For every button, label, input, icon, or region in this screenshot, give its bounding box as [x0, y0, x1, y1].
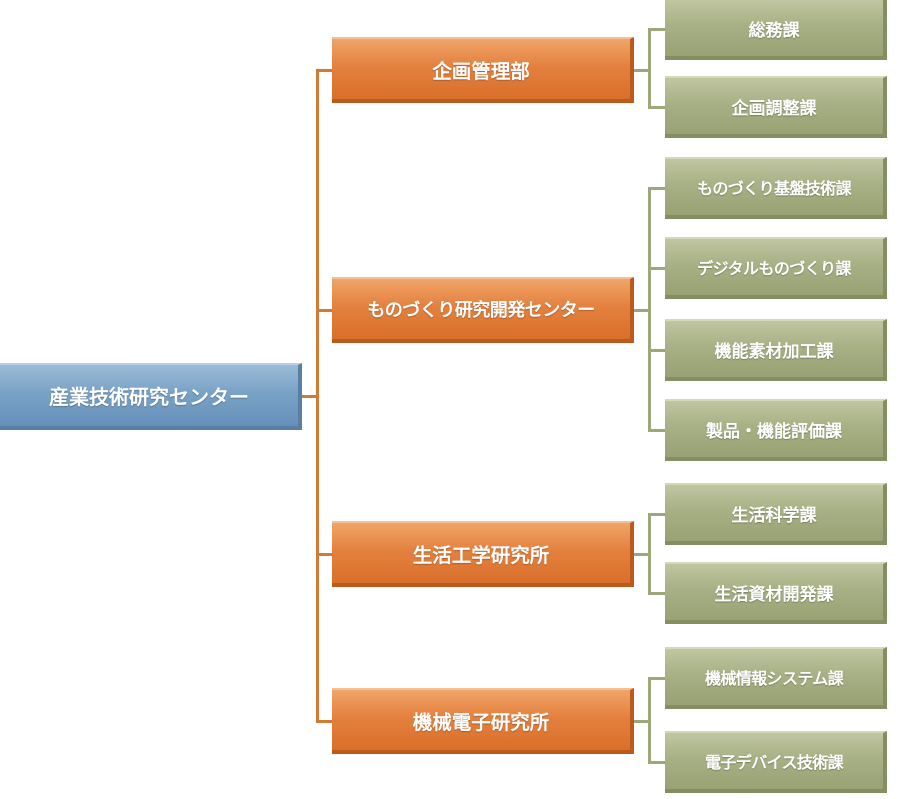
section-node: 機能素材加工課 — [665, 319, 887, 381]
connector-dept-4-stub — [634, 720, 650, 723]
org-root-label: 産業技術研究センター — [49, 385, 249, 409]
connector-section-2-1 — [648, 187, 665, 190]
connector-dept-3-trunk — [648, 513, 651, 595]
connector-dept-2-stub — [634, 309, 650, 312]
section-label: 電子デバイス技術課 — [704, 753, 844, 772]
section-label: 企画調整課 — [731, 98, 817, 119]
connector-dept-3-stub — [634, 553, 650, 556]
connector-section-1-1 — [648, 28, 665, 31]
connector-dept-1-trunk — [648, 28, 651, 109]
connector-section-4-1 — [648, 677, 665, 680]
department-label: 生活工学研究所 — [412, 543, 550, 567]
connector-section-3-2 — [648, 592, 665, 595]
section-label: 機械情報システム課 — [704, 669, 844, 688]
section-node: 企画調整課 — [665, 76, 887, 138]
section-node: デジタルものづくり課 — [665, 237, 887, 299]
org-root-node: 産業技術研究センター — [0, 363, 302, 430]
section-node: 機械情報システム課 — [665, 647, 887, 709]
connector-dept-4-trunk — [648, 677, 651, 764]
connector-section-2-4 — [648, 429, 665, 432]
connector-dept-2 — [316, 309, 332, 312]
section-label: 生活科学課 — [731, 505, 817, 526]
connector-dept-4 — [316, 720, 332, 723]
section-node: 製品・機能評価課 — [665, 399, 887, 461]
connector-dept-1-stub — [634, 69, 650, 72]
connector-departments-trunk — [316, 69, 319, 723]
section-label: 生活資材開発課 — [714, 584, 834, 605]
department-label: ものづくり研究開発センター — [367, 300, 595, 321]
section-node: 生活科学課 — [665, 483, 887, 545]
section-node: 電子デバイス技術課 — [665, 731, 887, 793]
section-label: ものづくり基盤技術課 — [696, 179, 852, 198]
section-label: 機能素材加工課 — [714, 341, 834, 362]
connector-section-4-2 — [648, 761, 665, 764]
connector-dept-3 — [316, 553, 332, 556]
department-node-mechanical-electronics: 機械電子研究所 — [332, 688, 634, 754]
connector-root-stub — [302, 395, 318, 398]
department-node-monozukuri: ものづくり研究開発センター — [332, 277, 634, 343]
department-label: 企画管理部 — [432, 59, 530, 83]
section-node: 総務課 — [665, 0, 887, 60]
connector-dept-2-trunk — [648, 187, 651, 432]
connector-section-2-2 — [648, 267, 665, 270]
department-label: 機械電子研究所 — [412, 710, 550, 734]
section-node: 生活資材開発課 — [665, 562, 887, 624]
section-node: ものづくり基盤技術課 — [665, 157, 887, 219]
connector-section-2-3 — [648, 349, 665, 352]
section-label: 総務課 — [748, 20, 800, 41]
section-label: デジタルものづくり課 — [697, 259, 851, 278]
connector-section-3-1 — [648, 513, 665, 516]
department-node-life-engineering: 生活工学研究所 — [332, 521, 634, 587]
connector-section-1-2 — [648, 106, 665, 109]
connector-dept-1 — [316, 69, 332, 72]
section-label: 製品・機能評価課 — [706, 421, 842, 442]
department-node-planning: 企画管理部 — [332, 37, 634, 103]
